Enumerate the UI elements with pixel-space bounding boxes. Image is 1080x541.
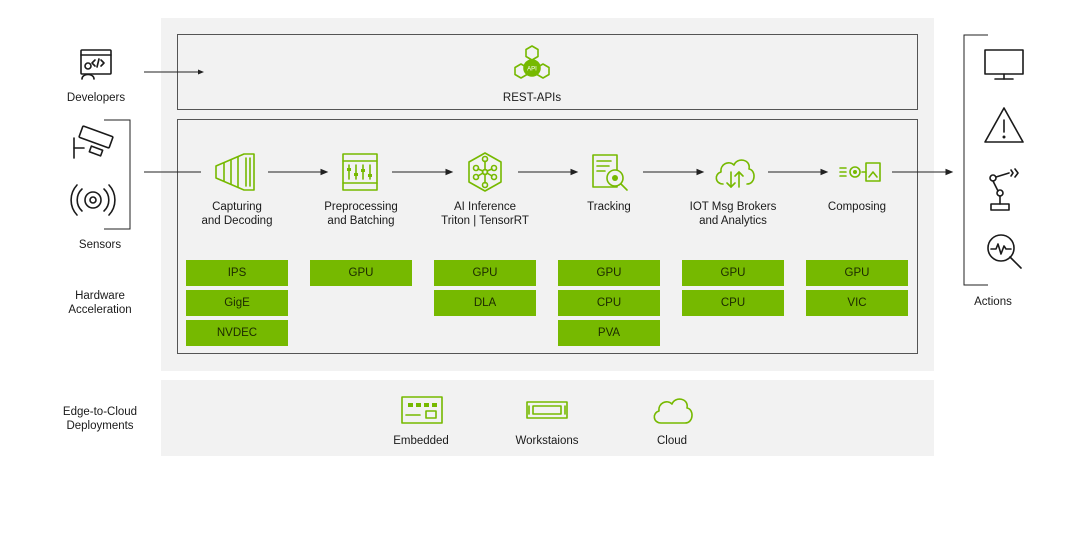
hw-block-gige: GigE: [186, 290, 288, 316]
warning-icon: [984, 107, 1024, 143]
neural-network-icon: [468, 152, 502, 192]
stage-title-line: and Analytics: [699, 215, 767, 227]
hw-block-nvdec: NVDEC: [186, 320, 288, 346]
hw-block-gpu: GPU: [310, 260, 412, 286]
monitor-icon: [984, 49, 1024, 80]
deployment-embedded-label: Embedded: [393, 435, 449, 447]
hardware-label-line2: Acceleration: [68, 304, 132, 316]
pipeline-box: [177, 119, 918, 354]
stage-title-line: AI Inference: [453, 201, 516, 213]
hw-block-ips: IPS: [186, 260, 288, 286]
developers-label: Developers: [66, 92, 126, 104]
robot-arm-icon: [989, 168, 1019, 211]
stage-title-line: and Decoding: [201, 215, 273, 227]
cloud-arrows-icon: [715, 159, 755, 188]
edge-to-cloud-label: Edge-to-Cloud Deployments: [40, 405, 160, 433]
stage-composing-title: Composing: [806, 200, 908, 214]
stage-inference-title: AI Inference Triton | TensorRT: [434, 200, 536, 228]
edge-label-line1: Edge-to-Cloud: [62, 406, 138, 418]
stage-title-line: Capturing: [212, 201, 262, 213]
film-sliders-icon: [342, 153, 378, 191]
api-icon-text: API: [527, 67, 537, 73]
hardware-label-line1: Hardware: [75, 290, 125, 302]
hw-block-cpu: CPU: [558, 290, 660, 316]
stage-iot-title: IOT Msg Brokers and Analytics: [682, 200, 784, 228]
hw-block-pva: PVA: [558, 320, 660, 346]
hw-block-gpu: GPU: [558, 260, 660, 286]
security-camera-icon: [73, 125, 114, 159]
decode-funnel-icon: [215, 153, 255, 191]
hw-block-gpu: GPU: [434, 260, 536, 286]
stage-title-line: Composing: [827, 201, 887, 213]
hardware-acceleration-label: Hardware Acceleration: [40, 289, 160, 317]
deployment-cloud-label: Cloud: [656, 435, 688, 447]
cloud-icon: [653, 398, 693, 424]
radio-signal-icon: [70, 184, 116, 216]
circuit-board-icon: [401, 396, 443, 424]
rest-api-box: [177, 34, 918, 110]
api-hexagon-icon: API: [514, 45, 550, 79]
hw-block-gpu: GPU: [806, 260, 908, 286]
stage-title-line: and Batching: [327, 215, 395, 227]
stage-title-line: Preprocessing: [324, 201, 398, 213]
stage-preprocessing-title: Preprocessing and Batching: [310, 200, 412, 228]
stage-tracking-title: Tracking: [558, 200, 660, 214]
hw-block-gpu: GPU: [682, 260, 784, 286]
code-window-icon: [80, 49, 112, 80]
deployment-workstations-label: Workstaions: [515, 435, 579, 447]
sensors-label: Sensors: [78, 239, 122, 251]
rest-apis-label: REST-APIs: [502, 92, 562, 104]
hw-block-cpu: CPU: [682, 290, 784, 316]
stage-title-line: Triton | TensorRT: [441, 215, 529, 227]
actions-label: Actions: [974, 296, 1012, 308]
edge-label-line2: Deployments: [66, 420, 134, 432]
workstation-icon: [526, 401, 568, 419]
hw-block-dla: DLA: [434, 290, 536, 316]
hw-block-vic: VIC: [806, 290, 908, 316]
magnifier-pulse-icon: [987, 234, 1022, 269]
stage-capturing-title: Capturing and Decoding: [186, 200, 288, 228]
stage-title-line: Tracking: [587, 201, 631, 213]
stage-title-line: IOT Msg Brokers: [689, 201, 777, 213]
composing-icon: [839, 162, 881, 182]
tracking-doc-icon: [592, 154, 628, 191]
